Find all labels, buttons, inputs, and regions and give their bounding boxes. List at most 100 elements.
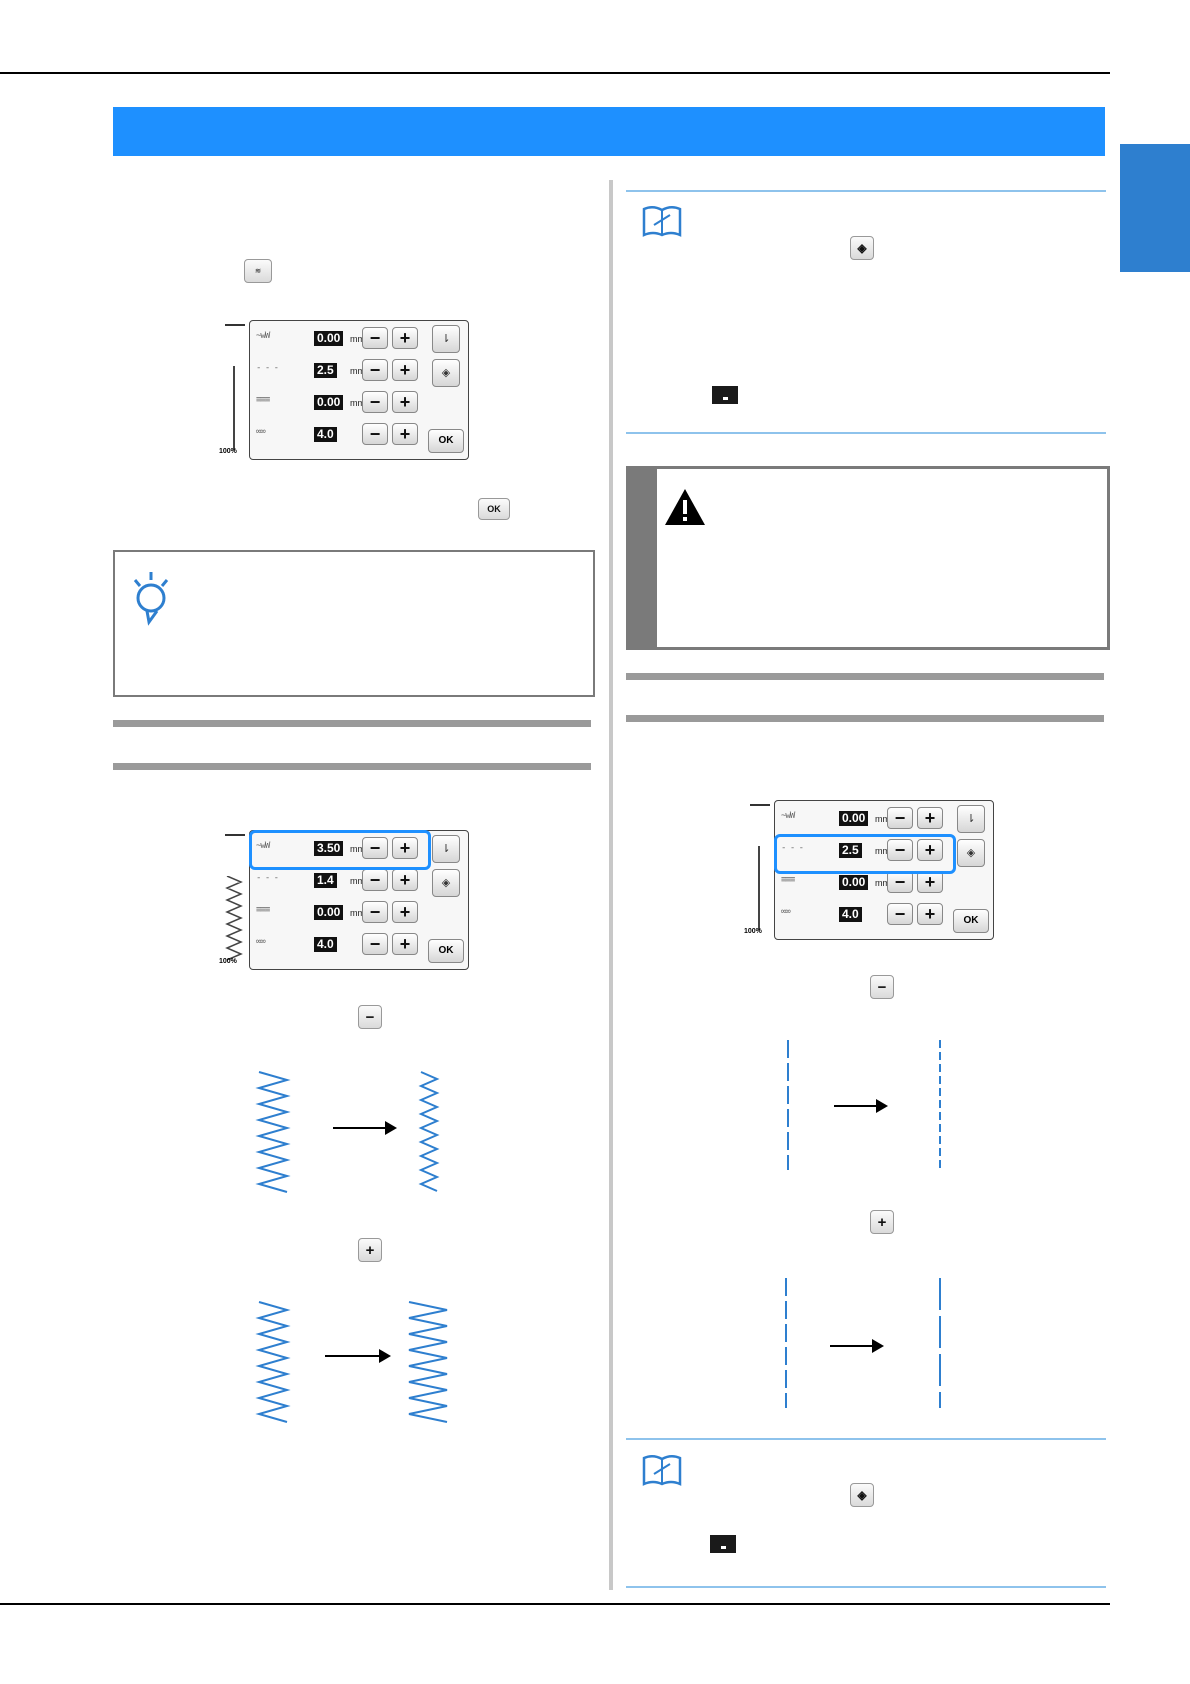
length-unit: mm xyxy=(350,366,365,376)
settings-screen: ~wW 0.00 mm − + - - - 2.5 mm − + ≡≡≡ 0.0… xyxy=(774,800,994,940)
width-minus-button[interactable]: − xyxy=(887,807,913,829)
needle-mode-icon[interactable]: ⇂ xyxy=(957,805,985,833)
stitch-length-icon: - - - xyxy=(781,843,804,853)
width-unit: mm xyxy=(350,844,365,854)
length-plus-button[interactable]: + xyxy=(917,839,943,861)
lightbulb-icon xyxy=(133,572,169,626)
scale-percent: 100% xyxy=(744,928,762,935)
stitch-shorter-illustration xyxy=(787,1040,941,1170)
needle-mode-icon[interactable]: ⇂ xyxy=(432,835,460,863)
thread-icon: ∞∞ xyxy=(781,907,791,917)
row-width: ~wW 0.00 mm − + xyxy=(775,805,995,831)
memory-icon[interactable]: ◈ xyxy=(432,869,460,897)
top-rule xyxy=(0,72,1110,74)
plus-inline-icon[interactable]: + xyxy=(870,1210,894,1234)
length-plus-button[interactable]: + xyxy=(392,869,418,891)
subheading-bar-top-right xyxy=(626,673,1104,680)
memo-rule-top xyxy=(626,190,1106,192)
column-divider xyxy=(609,180,613,1590)
stitch-length-icon: - - - xyxy=(256,873,279,883)
row-width: ~wW 3.50 mm − + xyxy=(250,835,470,861)
tension-icon: ≡≡≡ xyxy=(781,875,795,885)
row-thread: ∞∞ 4.0 − + xyxy=(250,421,470,447)
memory-inline-icon[interactable]: ◈ xyxy=(850,236,874,260)
row-thread: ∞∞ 4.0 − + xyxy=(250,931,470,957)
needle-mode-icon[interactable]: ⇂ xyxy=(432,325,460,353)
minus-inline-icon[interactable]: − xyxy=(870,975,894,999)
length-value: 2.5 xyxy=(314,363,337,378)
settings-screen: ~wW 0.00 mm − + - - - 2.5 mm − + ≡≡≡ 0.0… xyxy=(249,320,469,460)
stitch-length-chip-icon xyxy=(712,386,738,404)
memory-inline-icon[interactable]: ◈ xyxy=(850,1483,874,1507)
memory-icon[interactable]: ◈ xyxy=(432,359,460,387)
stitch-settings-icon[interactable]: ≋ xyxy=(244,259,272,283)
tension-minus-button[interactable]: − xyxy=(887,871,913,893)
tension-minus-button[interactable]: − xyxy=(362,391,388,413)
row-width: ~wW 0.00 mm − + xyxy=(250,325,470,351)
thread-plus-button[interactable]: + xyxy=(917,903,943,925)
tension-plus-button[interactable]: + xyxy=(392,901,418,923)
tension-icon: ≡≡≡ xyxy=(256,395,270,405)
row-thread: ∞∞ 4.0 − + xyxy=(775,901,995,927)
row-tension: ≡≡≡ 0.00 mm − + xyxy=(775,869,995,895)
memory-icon[interactable]: ◈ xyxy=(957,839,985,867)
settings-screen-1: 100% ~wW 0.00 mm − + - - - 2.5 mm − + ≡≡… xyxy=(219,320,469,460)
scale-percent: 100% xyxy=(219,958,237,965)
length-unit: mm xyxy=(875,846,890,856)
stitch-longer-illustration xyxy=(785,1278,941,1408)
thread-minus-button[interactable]: − xyxy=(887,903,913,925)
thread-icon: ∞∞ xyxy=(256,427,266,437)
tension-value: 0.00 xyxy=(839,875,869,890)
section-header-band xyxy=(113,107,1105,156)
length-minus-button[interactable]: − xyxy=(887,839,913,861)
length-minus-button[interactable]: − xyxy=(362,869,388,891)
note-box xyxy=(113,550,595,697)
zigzag-narrow-illustration xyxy=(255,1071,440,1193)
length-plus-button[interactable]: + xyxy=(392,359,418,381)
caution-box xyxy=(626,466,1110,650)
warning-icon xyxy=(665,489,705,525)
tension-plus-button[interactable]: + xyxy=(392,391,418,413)
zigzag-width-icon: ~wW xyxy=(256,841,270,851)
length-row-highlight xyxy=(774,834,956,874)
memo-rule-bottom xyxy=(626,432,1106,434)
row-length: - - - 2.5 mm − + xyxy=(250,357,470,383)
row-length: - - - 2.5 mm − + xyxy=(775,837,995,863)
width-minus-button[interactable]: − xyxy=(362,837,388,859)
ok-inline-icon[interactable]: OK xyxy=(478,498,510,520)
length-unit: mm xyxy=(350,876,365,886)
tension-minus-button[interactable]: − xyxy=(362,901,388,923)
zigzag-preview-icon xyxy=(225,876,243,960)
presser-foot-indicator: 100% xyxy=(744,800,772,940)
length-value: 1.4 xyxy=(314,873,337,888)
settings-screen-2: 100% ~wW 3.50 mm − + - - - 1.4 mm − + ≡≡… xyxy=(219,830,469,970)
width-row-highlight xyxy=(249,830,431,870)
tension-value: 0.00 xyxy=(314,395,344,410)
minus-inline-icon[interactable]: − xyxy=(358,1005,382,1029)
ok-button[interactable]: OK xyxy=(953,909,989,933)
ok-button[interactable]: OK xyxy=(428,939,464,963)
width-value: 0.00 xyxy=(314,331,344,346)
zigzag-wide-illustration xyxy=(255,1301,448,1423)
thread-plus-button[interactable]: + xyxy=(392,423,418,445)
ok-button[interactable]: OK xyxy=(428,429,464,453)
width-plus-button[interactable]: + xyxy=(392,837,418,859)
thread-minus-button[interactable]: − xyxy=(362,933,388,955)
memo-book-icon xyxy=(642,1455,682,1486)
thread-plus-button[interactable]: + xyxy=(392,933,418,955)
presser-foot-indicator: 100% xyxy=(219,320,247,460)
width-value: 3.50 xyxy=(314,841,344,856)
width-plus-button[interactable]: + xyxy=(392,327,418,349)
presser-foot-indicator: 100% xyxy=(219,830,247,970)
width-minus-button[interactable]: − xyxy=(362,327,388,349)
thread-minus-button[interactable]: − xyxy=(362,423,388,445)
tension-icon: ≡≡≡ xyxy=(256,905,270,915)
zigzag-width-icon: ~wW xyxy=(781,811,795,821)
length-minus-button[interactable]: − xyxy=(362,359,388,381)
tension-unit: mm xyxy=(350,908,365,918)
subheading-bar-bottom-right xyxy=(626,715,1104,722)
memo-book-icon xyxy=(642,206,682,237)
tension-plus-button[interactable]: + xyxy=(917,871,943,893)
plus-inline-icon[interactable]: + xyxy=(358,1238,382,1262)
width-plus-button[interactable]: + xyxy=(917,807,943,829)
